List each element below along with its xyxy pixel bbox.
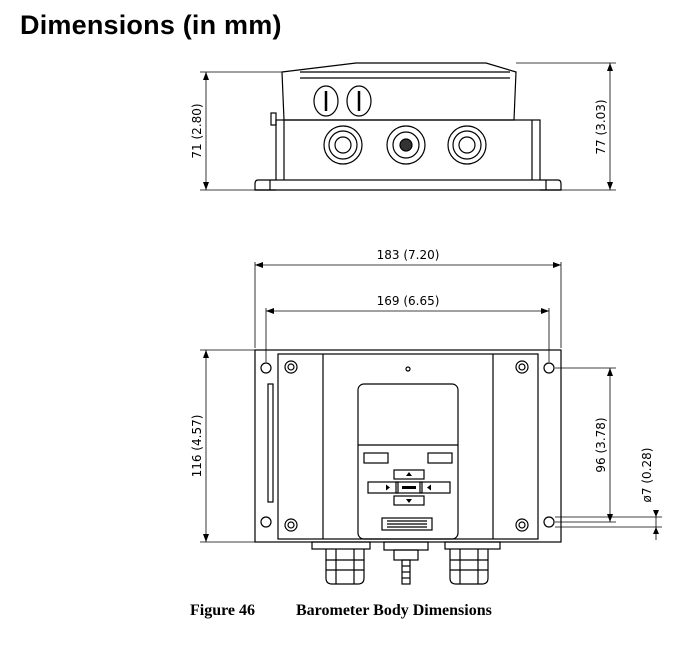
dim-overall-height: 116 (4.57) xyxy=(190,415,204,478)
figure-title: Barometer Body Dimensions xyxy=(296,602,492,619)
figure-number: Figure 46 xyxy=(190,602,256,619)
dim-front-height: 71 (2.80) xyxy=(190,103,204,158)
section-heading: Dimensions (in mm) xyxy=(20,10,282,40)
dim-mount-height: 96 (3.78) xyxy=(594,417,608,472)
face-view-dimension-lines xyxy=(200,262,662,543)
side-view xyxy=(254,62,562,191)
dim-hole-diameter: ø7 (0.28) xyxy=(640,448,654,503)
dim-mount-width: 169 (6.65) xyxy=(377,294,440,308)
face-view xyxy=(254,349,562,585)
barometer-dimension-drawing: 71 (2.80) 77 (3.03) 183 (7.20) 169 (6.65… xyxy=(190,62,662,585)
dim-front-height-total: 77 (3.03) xyxy=(594,99,608,154)
dim-overall-width: 183 (7.20) xyxy=(377,248,440,262)
side-view-dimension-lines xyxy=(200,62,616,191)
